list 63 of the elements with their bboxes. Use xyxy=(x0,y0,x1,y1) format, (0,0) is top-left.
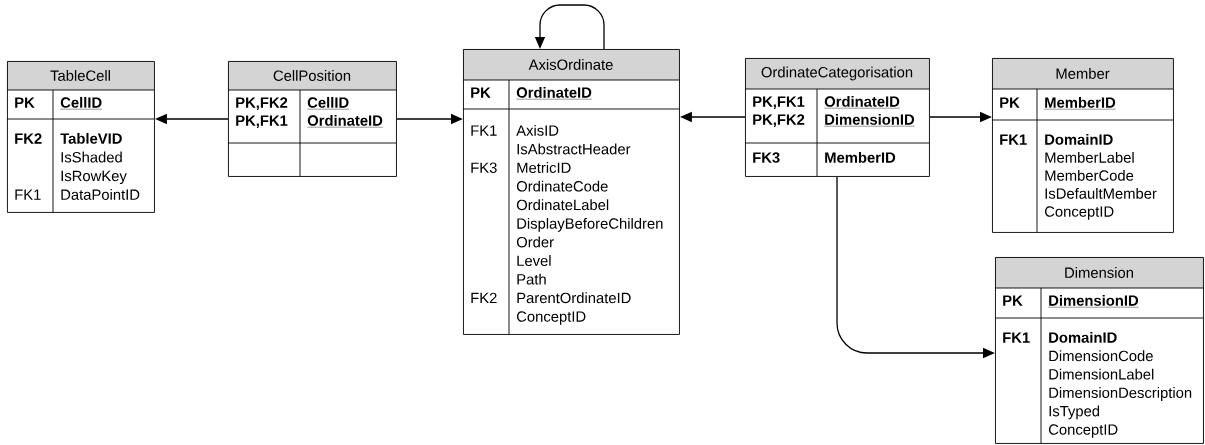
table-title: OrdinateCategorisation xyxy=(761,66,913,81)
field-name: TableVID xyxy=(60,132,122,144)
entity-table xyxy=(744,58,930,177)
table-title: Member xyxy=(1056,68,1110,79)
table-title: Dimension xyxy=(1065,267,1133,278)
key-label: FK1 xyxy=(15,189,41,200)
table-title: AxisOrdinate xyxy=(528,59,613,70)
table-title: CellPosition xyxy=(273,70,351,81)
field-name: DimensionID xyxy=(1048,294,1139,308)
field-name: OrdinateID xyxy=(307,114,384,128)
field-name: ConceptID xyxy=(1044,206,1114,220)
field-name: AxisID xyxy=(516,124,559,136)
field-name: DimensionID xyxy=(824,113,915,127)
key-label: FK2 xyxy=(471,292,497,304)
entity-table xyxy=(462,49,680,335)
key-label: PK,FK1 xyxy=(236,115,288,128)
key-label: PK xyxy=(471,87,491,98)
key-label: FK1 xyxy=(1000,134,1027,145)
key-label: PK xyxy=(15,97,35,108)
field-name: OrdinateID xyxy=(824,95,901,109)
key-label: FK3 xyxy=(471,162,497,173)
field-name: Level xyxy=(517,255,551,266)
field-name: IsAbstractHeader xyxy=(517,143,631,155)
field-name: DataPointID xyxy=(61,189,140,200)
field-name: DomainID xyxy=(1045,133,1113,145)
field-name: IsTyped xyxy=(1049,405,1100,420)
key-label: FK1 xyxy=(1003,332,1030,343)
field-name: DimensionCode xyxy=(1049,350,1153,362)
field-name: OrdinateID xyxy=(516,86,593,100)
table-title: TableCell xyxy=(50,70,110,81)
field-name: MemberID xyxy=(825,151,896,163)
key-label: PK xyxy=(1000,97,1020,108)
field-name: Path xyxy=(517,273,546,285)
field-name: MemberID xyxy=(1044,96,1116,110)
entity-table xyxy=(6,61,155,213)
field-name: IsDefaultMember xyxy=(1045,187,1157,199)
field-name: ParentOrdinateID xyxy=(517,292,631,304)
field-name: MemberLabel xyxy=(1045,151,1134,163)
entity-table xyxy=(994,257,1204,444)
field-name: CellID xyxy=(60,96,103,110)
field-name: DisplayBeforeChildren xyxy=(517,217,663,232)
entity-table xyxy=(227,61,397,177)
field-name: MemberCode xyxy=(1045,169,1134,181)
key-label: FK2 xyxy=(15,133,42,144)
key-label: FK1 xyxy=(471,125,497,136)
field-name: Order xyxy=(516,236,554,248)
field-name: OrdinateLabel xyxy=(516,199,609,211)
field-name: DimensionLabel xyxy=(1049,368,1154,380)
key-label: PK,FK1 xyxy=(753,96,805,109)
field-name: CellID xyxy=(307,96,350,110)
field-name: IsRowKey xyxy=(61,170,127,185)
key-label: PK,FK2 xyxy=(236,97,288,110)
key-label: FK3 xyxy=(753,152,780,163)
field-name: OrdinateCode xyxy=(516,180,608,192)
field-name: MetricID xyxy=(517,162,571,173)
field-name: DimensionDescription xyxy=(1049,387,1192,401)
field-name: DomainID xyxy=(1049,331,1117,343)
field-name: IsShaded xyxy=(61,151,122,163)
field-name: ConceptID xyxy=(1048,424,1118,438)
key-label: PK xyxy=(1003,295,1023,306)
field-name: ConceptID xyxy=(516,311,586,325)
key-label: PK,FK2 xyxy=(753,114,805,127)
entity-table xyxy=(991,58,1174,233)
